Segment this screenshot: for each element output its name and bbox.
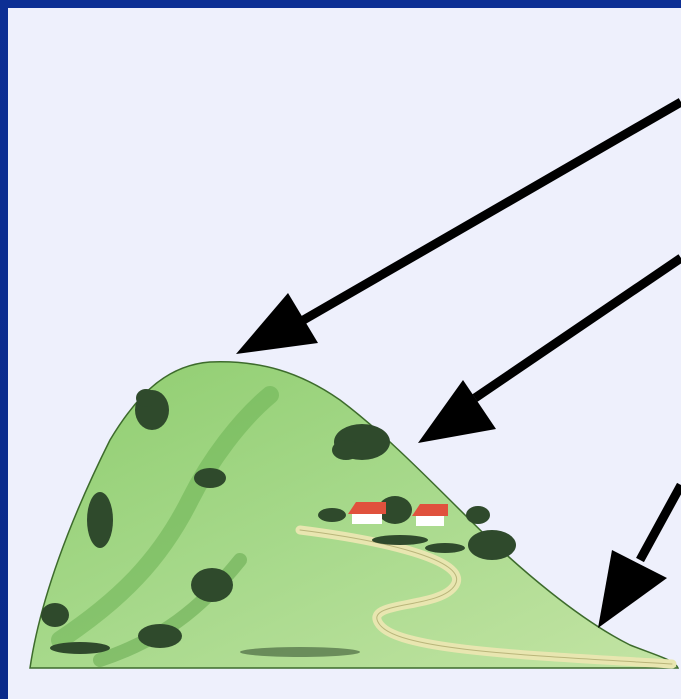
slide-frame <box>0 0 681 699</box>
hill-diagram <box>0 0 681 699</box>
